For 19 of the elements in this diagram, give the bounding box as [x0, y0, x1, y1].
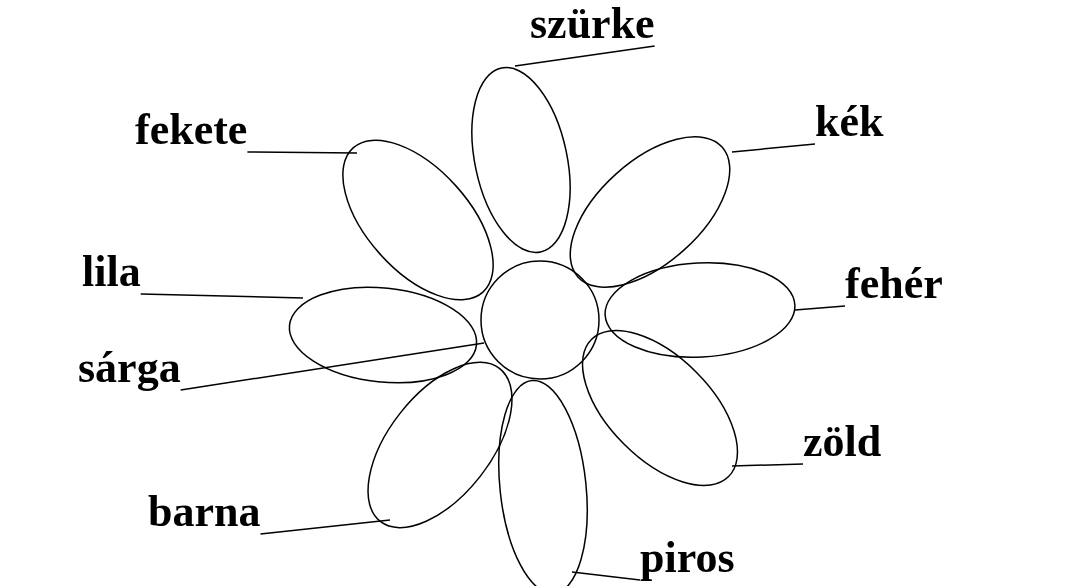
leader-line [139, 293, 304, 299]
color-name-label: fehér [845, 262, 943, 306]
color-name-label: piros [640, 536, 735, 580]
color-name-label: lila [82, 250, 141, 294]
color-name-label: fekete [135, 108, 248, 152]
color-name-label: kék [815, 100, 884, 144]
color-name-label: sárga [78, 346, 181, 390]
leader-line [731, 143, 816, 153]
color-name-label: barna [148, 490, 261, 534]
leader-line [246, 151, 358, 154]
flower-center [480, 260, 600, 380]
color-name-label: szürke [530, 2, 655, 46]
leader-line [571, 571, 641, 581]
leader-line [514, 45, 656, 67]
leader-line [731, 463, 804, 467]
leader-line [794, 305, 846, 311]
leader-line [179, 342, 485, 391]
color-name-label: zöld [803, 420, 882, 464]
leader-line [259, 519, 391, 535]
